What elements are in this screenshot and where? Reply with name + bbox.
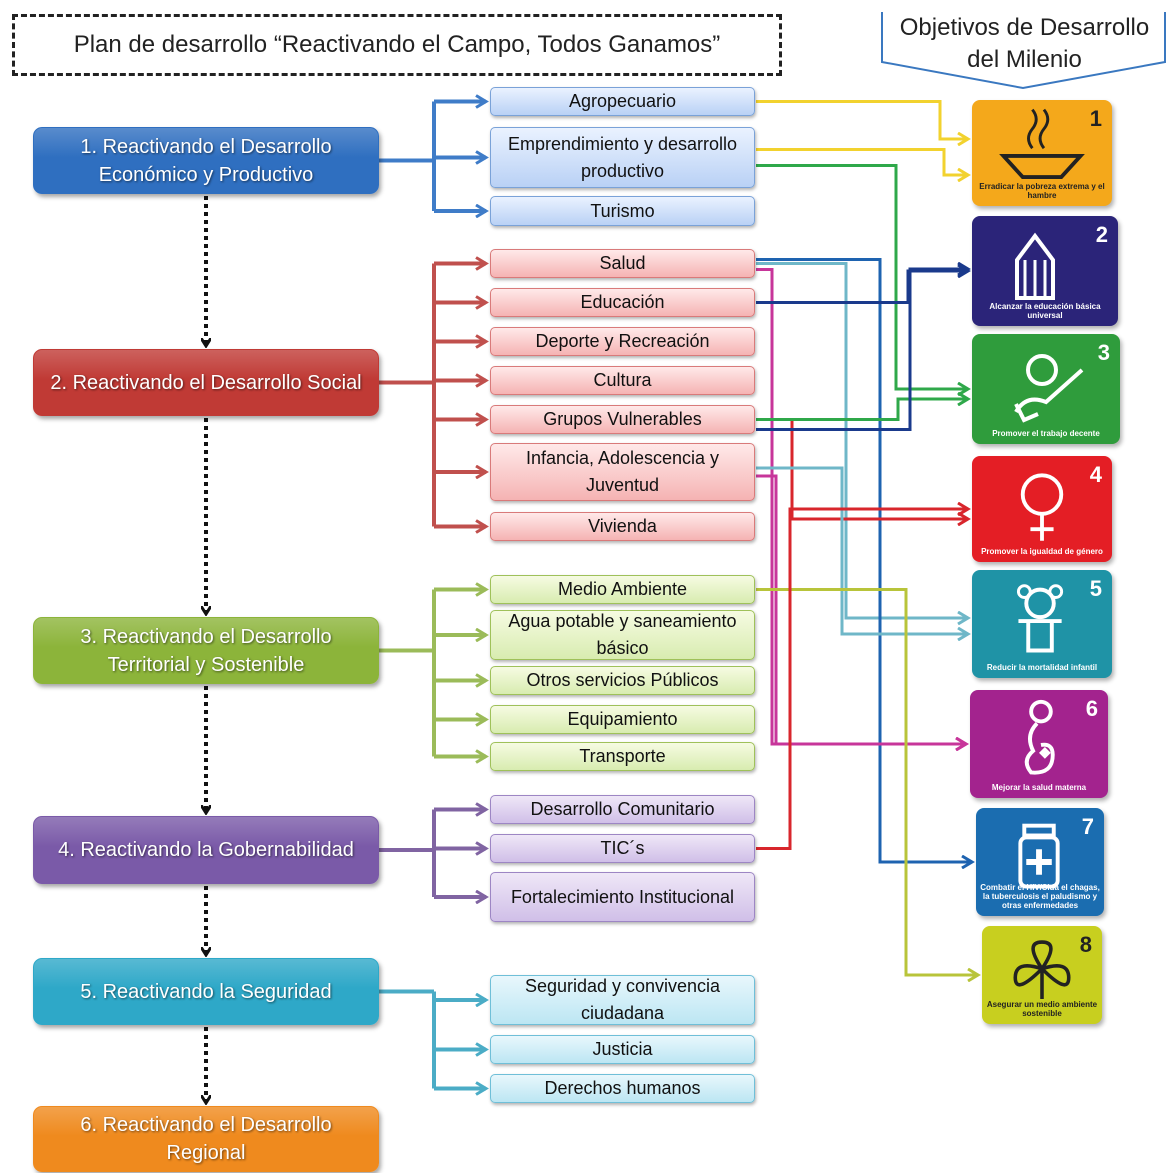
sub-item-turismo: Turismo xyxy=(490,196,755,226)
link-grupos-vulnerables-to-goal-2 xyxy=(756,269,968,431)
sub-item-infancia-adolescencia-y-juventud: Infancia, Adolescencia y Juventud xyxy=(490,443,755,501)
female-symbol-icon xyxy=(1020,473,1064,541)
sub-item-equipamiento: Equipamiento xyxy=(490,705,755,734)
axis-2-box: 2. Reactivando el Desarrollo Social xyxy=(33,349,379,416)
mdg-goal-caption: Alcanzar la educación básica universal xyxy=(989,302,1101,320)
sub-item-derechos-humanos: Derechos humanos xyxy=(490,1074,755,1103)
mdg-goal-number: 7 xyxy=(1081,814,1094,839)
sub-item-fortalecimiento-institucional: Fortalecimiento Institucional xyxy=(490,872,755,922)
worker-icon xyxy=(1014,354,1084,423)
mdg-header-frame xyxy=(881,12,1166,90)
link-emprendimiento-y-desarrollo-productivo-to-goal-1 xyxy=(756,148,968,176)
mdg-goal-caption: Erradicar la pobreza extrema y el hambre xyxy=(979,182,1105,200)
sub-item-deporte-y-recreacion: Deporte y Recreación xyxy=(490,327,755,356)
sub-item-grupos-vulnerables: Grupos Vulnerables xyxy=(490,405,755,434)
sub-item-educacion: Educación xyxy=(490,288,755,317)
sub-item-salud: Salud xyxy=(490,249,755,278)
axis-4-box: 4. Reactivando la Gobernabilidad xyxy=(33,816,379,884)
mdg-goal-caption: Mejorar la salud materna xyxy=(991,783,1087,792)
pencil-icon xyxy=(1015,232,1055,300)
bowl-icon xyxy=(999,108,1085,180)
mdg-goal-number: 4 xyxy=(1089,462,1102,487)
mdg-goal-caption: Reducir la mortalidad infantil xyxy=(986,663,1098,672)
mdg-goal-caption: Asegurar un medio ambiente sostenible xyxy=(986,1000,1098,1018)
axis-1-box: 1. Reactivando el Desarrollo Económico y… xyxy=(33,127,379,194)
flower-icon xyxy=(1013,940,1071,1000)
link-grupos-vulnerables-to-goal-3 xyxy=(756,399,968,421)
mdg-goal-number: 3 xyxy=(1097,340,1110,365)
sub-item-cultura: Cultura xyxy=(490,366,755,395)
axis-6-box: 6. Reactivando el Desarrollo Regional xyxy=(33,1106,379,1172)
medicine-jar-icon xyxy=(1018,823,1060,889)
link-salud-to-goal-5 xyxy=(756,262,968,619)
mdg-goal-number: 2 xyxy=(1095,222,1108,247)
sub-item-justicia: Justicia xyxy=(490,1035,755,1064)
sub-item-agua-potable-y-saneamiento-basico: Agua potable y saneamiento básico xyxy=(490,610,755,660)
sub-item-desarrollo-comunitario: Desarrollo Comunitario xyxy=(490,795,755,824)
sub-item-emprendimiento-y-desarrollo-productivo: Emprendimiento y desarrollo productivo xyxy=(490,127,755,188)
axis-3-box: 3. Reactivando el Desarrollo Territorial… xyxy=(33,617,379,684)
sub-item-otros-servicios-publicos: Otros servicios Públicos xyxy=(490,666,755,695)
sub-item-seguridad-y-convivencia-ciudadana: Seguridad y convivencia ciudadana xyxy=(490,975,755,1025)
link-infancia-adolescencia-y-juventud-to-goal-6 xyxy=(756,474,966,744)
sub-item-transporte: Transporte xyxy=(490,742,755,771)
link-agropecuario-to-goal-1 xyxy=(756,100,968,140)
mdg-goal-number: 6 xyxy=(1085,696,1098,721)
axis-5-box: 5. Reactivando la Seguridad xyxy=(33,958,379,1025)
mdg-goal-number: 8 xyxy=(1079,932,1092,957)
sub-item-medio-ambiente: Medio Ambiente xyxy=(490,575,755,604)
link-infancia-adolescencia-y-juventud-to-goal-5 xyxy=(756,466,968,634)
sub-item-agropecuario: Agropecuario xyxy=(490,87,755,116)
link-medio-ambiente-to-goal-8 xyxy=(756,588,978,976)
teddy-bear-icon xyxy=(1016,584,1064,653)
link-salud-to-goal-6 xyxy=(756,268,966,745)
sub-item-tic-s: TIC´s xyxy=(490,834,755,863)
link-emprendimiento-y-desarrollo-productivo-to-goal-3 xyxy=(756,164,968,390)
mdg-title: Objetivos de Desarrollo del Milenio xyxy=(899,14,1150,73)
mdg-goal-caption: Combatir el HIV/Sida el chagas, la tuber… xyxy=(980,883,1100,910)
sub-item-vivienda: Vivienda xyxy=(490,512,755,541)
link-salud-to-goal-7 xyxy=(756,258,972,863)
mdg-goal-number: 1 xyxy=(1089,106,1102,131)
mdg-goal-caption: Promover el trabajo decente xyxy=(992,429,1100,438)
mdg-goal-number: 5 xyxy=(1089,576,1102,601)
mdg-goal-caption: Promover la igualdad de género xyxy=(981,547,1103,556)
link-tic-s-to-goal-4 xyxy=(756,509,968,850)
link-educacion-to-goal-2 xyxy=(756,271,968,304)
pregnant-woman-icon xyxy=(1024,699,1055,775)
plan-title: Plan de desarrollo “Reactivando el Campo… xyxy=(12,14,782,76)
